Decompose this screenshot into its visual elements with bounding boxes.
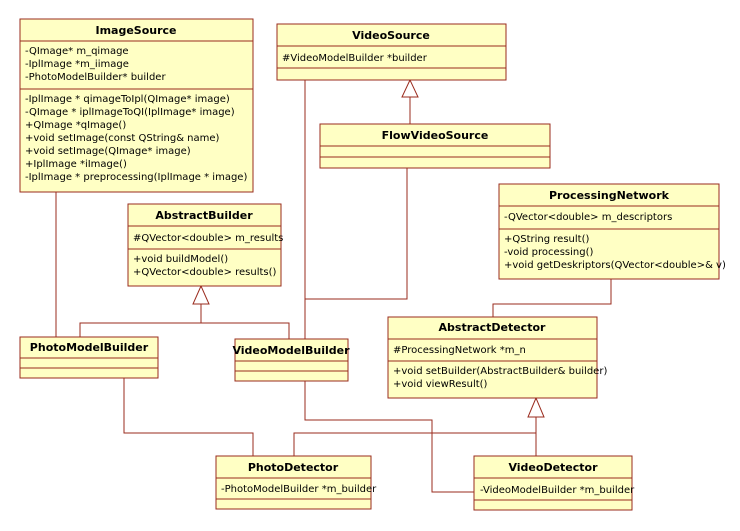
class-name: FlowVideoSource	[382, 129, 489, 142]
class-videomodelbuilder: VideoModelBuilder	[232, 338, 350, 382]
class-attribute: -VideoModelBuilder *m_builder	[480, 485, 635, 496]
class-photomodelbuilder: PhotoModelBuilder	[19, 336, 159, 379]
class-method: +IplImage *iImage()	[25, 159, 127, 170]
link-processingnetwork-abstractdetector	[492, 279, 612, 317]
class-attribute: -QVector<double> m_descriptors	[504, 212, 672, 223]
class-processingnetwork: ProcessingNetwork -QVector<double> m_des…	[498, 183, 726, 280]
class-attribute: #ProcessingNetwork *m_n	[393, 345, 526, 356]
class-attribute: -PhotoModelBuilder* builder	[25, 72, 166, 83]
link-videomodelbuilder-videodetector	[304, 381, 478, 493]
class-name: PhotoModelBuilder	[30, 341, 149, 354]
generalization-videomodelbuilder-abstractbuilder	[201, 322, 290, 339]
class-attribute: #QVector<double> m_results	[133, 233, 283, 244]
class-name: ImageSource	[95, 24, 176, 37]
class-method: -void processing()	[504, 247, 593, 258]
generalization-photomodelbuilder-abstractbuilder	[79, 304, 202, 337]
relationships	[55, 78, 612, 493]
class-method: +void setBuilder(AbstractBuilder& builde…	[393, 366, 607, 377]
class-name: VideoDetector	[508, 461, 598, 474]
class-attribute: -PhotoModelBuilder *m_builder	[221, 484, 377, 495]
generalization-arrowhead-abstractbuilder	[192, 284, 210, 305]
class-name: AbstractDetector	[439, 321, 546, 334]
class-method: +void setImage(const QString& name)	[25, 133, 220, 144]
class-method: -QImage * iplImageToQI(IplImage* image)	[25, 107, 235, 118]
class-method: +void setImage(QImage* image)	[25, 146, 191, 157]
class-videosource: VideoSource #VideoModelBuilder *builder	[276, 23, 507, 81]
class-attribute: -QImage* m_qimage	[25, 46, 129, 57]
class-flowvideosource: FlowVideoSource	[319, 123, 551, 169]
class-attribute: #VideoModelBuilder *builder	[282, 53, 428, 64]
class-name: VideoSource	[352, 29, 430, 42]
link-photomodelbuilder-photodetector	[123, 378, 254, 456]
generalization-arrowhead-videosource	[401, 78, 419, 98]
class-photodetector: PhotoDetector -PhotoModelBuilder *m_buil…	[215, 455, 377, 510]
generalization-arrowhead-abstractdetector	[527, 396, 545, 418]
class-method: +QImage *qImage()	[25, 120, 126, 131]
class-abstractbuilder: AbstractBuilder #QVector<double> m_resul…	[127, 203, 283, 287]
class-method: +QString result()	[504, 234, 589, 245]
class-abstractdetector: AbstractDetector #ProcessingNetwork *m_n…	[387, 316, 607, 399]
class-method: -IplImage * qimageToIpl(QImage* image)	[25, 94, 230, 105]
class-videodetector: VideoDetector -VideoModelBuilder *m_buil…	[473, 455, 635, 511]
class-name: AbstractBuilder	[155, 209, 253, 222]
class-attribute: -IplImage *m_iimage	[25, 59, 129, 70]
class-method: +void viewResult()	[393, 379, 488, 390]
class-name: PhotoDetector	[248, 461, 339, 474]
class-method: -IplImage * preprocessing(IplImage * ima…	[25, 172, 247, 183]
class-imagesource: ImageSource -QImage* m_qimage -IplImage …	[19, 18, 254, 193]
class-name: ProcessingNetwork	[549, 189, 670, 202]
generalization-photodetector-abstractdetector	[293, 432, 536, 456]
link-flowvideosource-videomodelbuilder	[305, 168, 408, 300]
class-method: +void getDeskriptors(QVector<double>& v)	[504, 260, 726, 271]
class-name: VideoModelBuilder	[232, 344, 350, 357]
class-method: +void buildModel()	[133, 254, 228, 265]
class-method: +QVector<double> results()	[133, 267, 277, 278]
